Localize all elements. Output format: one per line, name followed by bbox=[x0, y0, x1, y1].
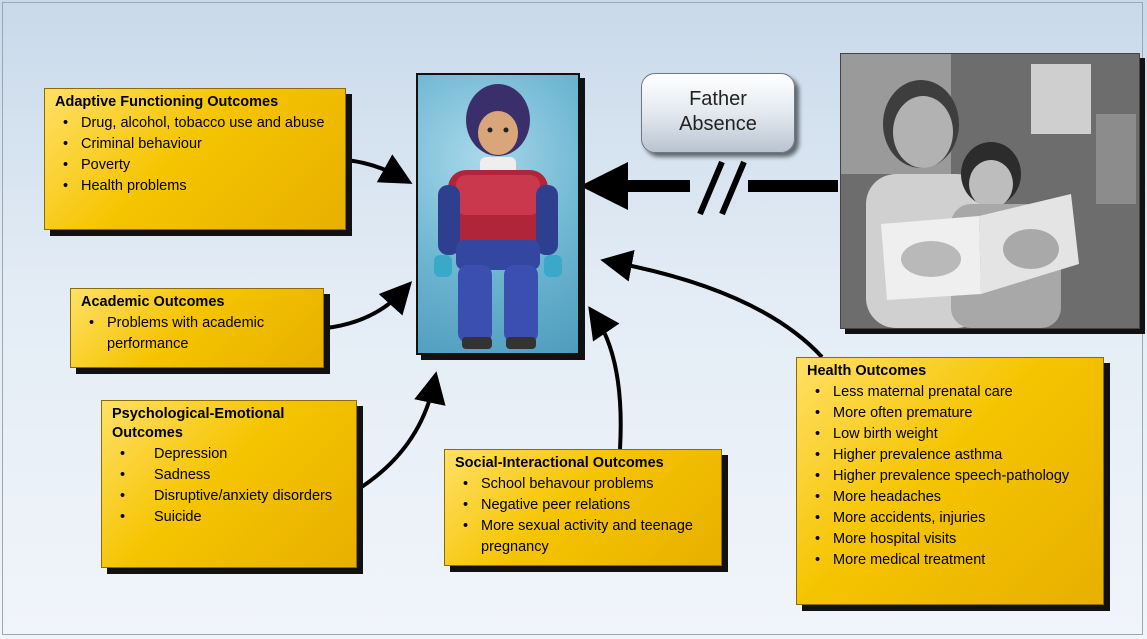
list-item: Low birth weight bbox=[807, 424, 1095, 445]
adaptive-title: Adaptive Functioning Outcomes bbox=[55, 94, 279, 110]
social-outcomes-box: Social-Interactional Outcomes School beh… bbox=[444, 449, 722, 566]
arrow-social bbox=[588, 306, 623, 450]
list-item: More medical treatment bbox=[807, 550, 1095, 571]
list-item: More sexual activity and teenage pregnan… bbox=[455, 516, 713, 558]
social-title: Social-Interactional Outcomes bbox=[455, 455, 664, 471]
list-item: Criminal behaviour bbox=[55, 134, 337, 155]
father-daughter-figure bbox=[841, 54, 1139, 328]
child-photo bbox=[416, 73, 580, 355]
list-item: Disruptive/anxiety disorders bbox=[112, 486, 348, 507]
list-item: Negative peer relations bbox=[455, 495, 713, 516]
break-mark-2 bbox=[719, 160, 747, 216]
list-item: More hospital visits bbox=[807, 529, 1095, 550]
arrow-adaptive bbox=[345, 154, 413, 184]
father-absence-line2: Absence bbox=[679, 113, 757, 135]
arrow-psych bbox=[355, 371, 446, 492]
list-item: Depression bbox=[112, 444, 348, 465]
health-outcomes-box: Health Outcomes Less maternal prenatal c… bbox=[796, 357, 1104, 605]
list-item: Sadness bbox=[112, 465, 348, 486]
break-mark-1 bbox=[697, 160, 725, 216]
list-item: Higher prevalence speech-pathology bbox=[807, 466, 1095, 487]
list-item: Problems with academic performance bbox=[81, 313, 315, 355]
arrow-academic bbox=[325, 281, 413, 330]
list-item: Suicide bbox=[112, 507, 348, 528]
list-item: Less maternal prenatal care bbox=[807, 382, 1095, 403]
list-item: More accidents, injuries bbox=[807, 508, 1095, 529]
psychological-outcomes-box: Psychological-Emotional Outcomes Depress… bbox=[101, 400, 357, 568]
psych-title: Psychological-Emotional Outcomes bbox=[112, 406, 285, 441]
health-title: Health Outcomes bbox=[807, 363, 927, 379]
list-item: More often premature bbox=[807, 403, 1095, 424]
list-item: Drug, alcohol, tobacco use and abuse bbox=[55, 113, 337, 134]
academic-title: Academic Outcomes bbox=[81, 294, 225, 310]
list-item: Higher prevalence asthma bbox=[807, 445, 1095, 466]
father-absence-line1: Father bbox=[689, 88, 747, 110]
adaptive-outcomes-box: Adaptive Functioning Outcomes Drug, alco… bbox=[44, 88, 346, 230]
list-item: More headaches bbox=[807, 487, 1095, 508]
arrow-health bbox=[600, 250, 824, 359]
father-absence-label: Father Absence bbox=[641, 73, 795, 153]
list-item: Health problems bbox=[55, 176, 337, 197]
list-item: Poverty bbox=[55, 155, 337, 176]
list-item: School behavour problems bbox=[455, 474, 713, 495]
child-figure bbox=[434, 84, 562, 349]
father-daughter-photo bbox=[840, 53, 1140, 329]
academic-outcomes-box: Academic Outcomes Problems with academic… bbox=[70, 288, 324, 368]
